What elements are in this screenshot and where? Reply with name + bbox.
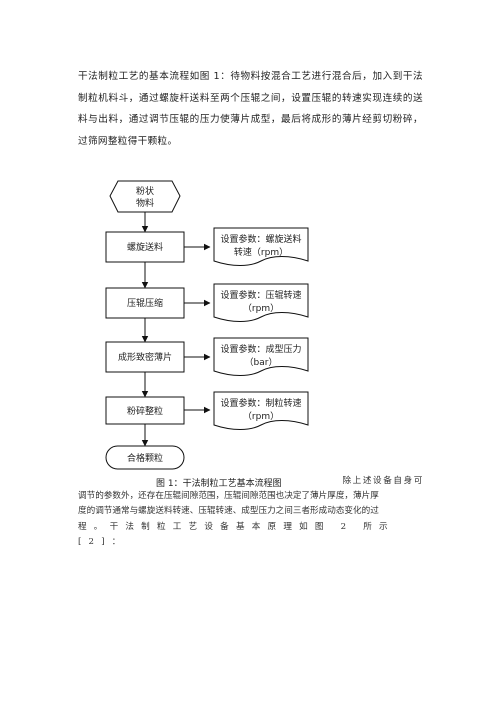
note-4-line1: 设置参数：制粒转速 [220, 397, 301, 409]
note-3-line1: 设置参数：成型压力 [220, 343, 301, 355]
note-1-shape [213, 227, 309, 266]
body-line-4: 程。干法制粒工艺设备基本原理如图 2 所示[2]： [78, 521, 395, 547]
note-4-line2: （rpm） [243, 411, 279, 422]
intro-text: 干法制粒工艺的基本流程如图 1：待物料按混合工艺进行混合后，加入到干法制粒机料斗… [78, 71, 423, 147]
note-2-line2: （rpm） [243, 303, 279, 314]
step-2-box [105, 287, 185, 319]
note-1-line2: 转速（rpm） [234, 246, 288, 258]
step-2-label: 压辊压缩 [127, 297, 163, 309]
body-line-1: 除上述设备自身可 [342, 476, 424, 486]
note-3-shape [213, 337, 309, 376]
body-line-2: 调节的参数外，还存在压辊间隙范围，压辊间隙范围也决定了薄片厚度，薄片厚 [78, 491, 379, 502]
step-1-label: 螺旋送料 [127, 241, 163, 253]
note-3-line2: （bar） [245, 357, 278, 368]
body-line-3: 度的调节通常与螺旋送料转速、压辊转速、成型压力之间三者形成动态变化的过 [78, 506, 379, 517]
step-3-box [105, 341, 185, 373]
start-label-line2: 物料 [136, 197, 154, 209]
figure-caption: 图 1：干法制粒工艺基本流程图 [156, 479, 282, 489]
intro-paragraph: 干法制粒工艺的基本流程如图 1：待物料按混合工艺进行混合后，加入到干法制粒机料斗… [78, 66, 423, 152]
start-node [109, 180, 181, 213]
note-4-shape [213, 391, 309, 430]
note-1-line1: 设置参数：螺旋送料 [220, 233, 301, 245]
start-label-line1: 粉状 [136, 185, 154, 197]
step-4-label: 粉碎整粒 [127, 405, 163, 417]
note-2-line1: 设置参数：压辊转速 [220, 289, 301, 301]
step-3-label: 成形致密薄片 [118, 351, 172, 363]
step-4-box [105, 396, 185, 425]
note-2-shape [213, 283, 309, 322]
end-label: 合格颗粒 [127, 452, 163, 464]
body-paragraph: 除上述设备自身可 调节的参数外，还存在压辊间隙范围，压辊间隙范围也决定了薄片厚度… [78, 474, 424, 550]
step-1-box [105, 231, 185, 263]
end-node [105, 445, 185, 470]
